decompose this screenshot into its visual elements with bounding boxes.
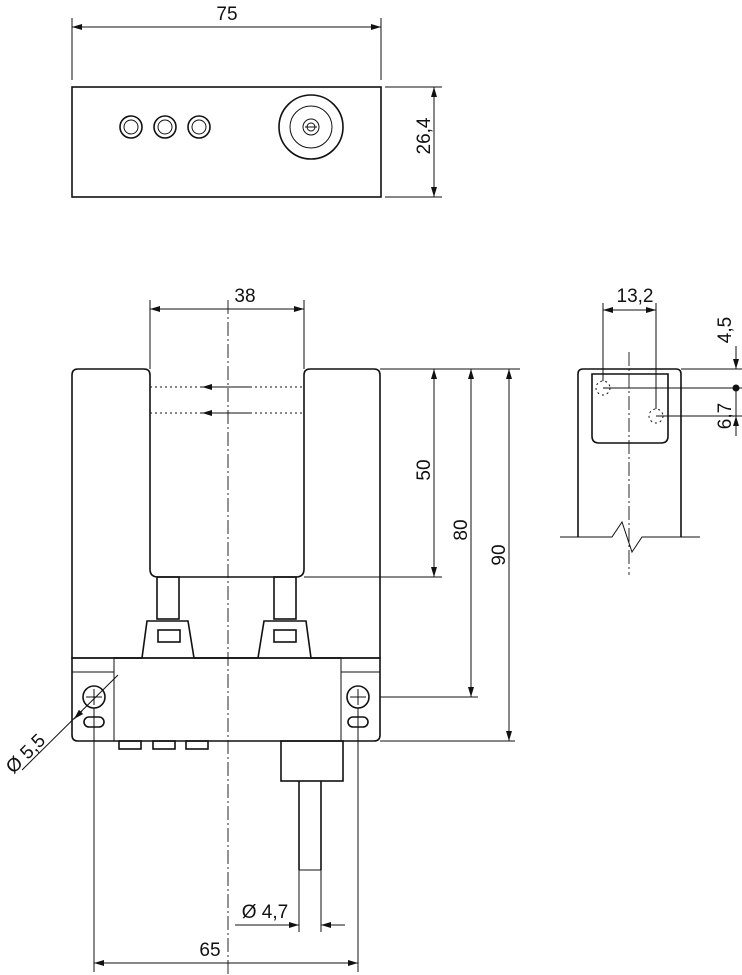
dimension-lens-spacing: 13,2: [603, 286, 656, 313]
dimension-axis-height: 80: [451, 369, 474, 697]
front-view: 38 50 80 90 Ø 5,5: [2, 286, 520, 975]
dim-label-axis-height: 80: [451, 519, 472, 540]
dimension-lens-offset-top: 4,5: [715, 317, 740, 392]
mounting-hole-icon: [82, 685, 370, 728]
light-beam-icon: [150, 384, 304, 416]
dim-label-lens-offset-top: 4,5: [715, 317, 736, 343]
dim-label-lens-offset-second: 6,7: [715, 403, 736, 429]
mounting-block: [71, 657, 381, 742]
dimension-hole-spacing: 65: [93, 708, 359, 972]
dim-label-hole-diameter: Ø 5,5: [2, 730, 50, 778]
dim-label-lens-spacing: 13,2: [617, 286, 654, 307]
adjustment-knob-icon: [278, 94, 344, 160]
dimension-top-width: 75: [71, 4, 382, 80]
top-view: 75 26,4: [71, 4, 442, 198]
dim-label-top-height: 26,4: [414, 117, 435, 154]
dimension-cable-diameter: Ø 4,7: [235, 870, 345, 932]
cable-icon: [280, 740, 344, 871]
dimension-lens-offset-second: 6,7: [715, 388, 739, 436]
dim-label-cable-diameter: Ø 4,7: [242, 902, 288, 923]
dimension-top-height: 26,4: [385, 86, 442, 198]
dim-label-slot-depth: 50: [414, 459, 435, 480]
dim-label-top-width: 75: [216, 4, 237, 25]
indicator-led-icon: [119, 115, 211, 139]
dim-label-hole-spacing: 65: [199, 940, 220, 961]
top-view-body: [71, 86, 382, 198]
dimension-slot-width: 38: [149, 286, 305, 369]
dimension-slot-depth: 50: [414, 369, 437, 577]
dimension-total-height: 90: [489, 369, 512, 741]
dim-label-total-height: 90: [489, 544, 510, 565]
connector-pins: [118, 740, 209, 750]
side-detail-view: 13,2 4,5 6,7: [560, 286, 742, 575]
dim-label-slot-width: 38: [234, 286, 255, 307]
fork-housing: [71, 368, 381, 659]
optic-stems: [156, 576, 297, 620]
